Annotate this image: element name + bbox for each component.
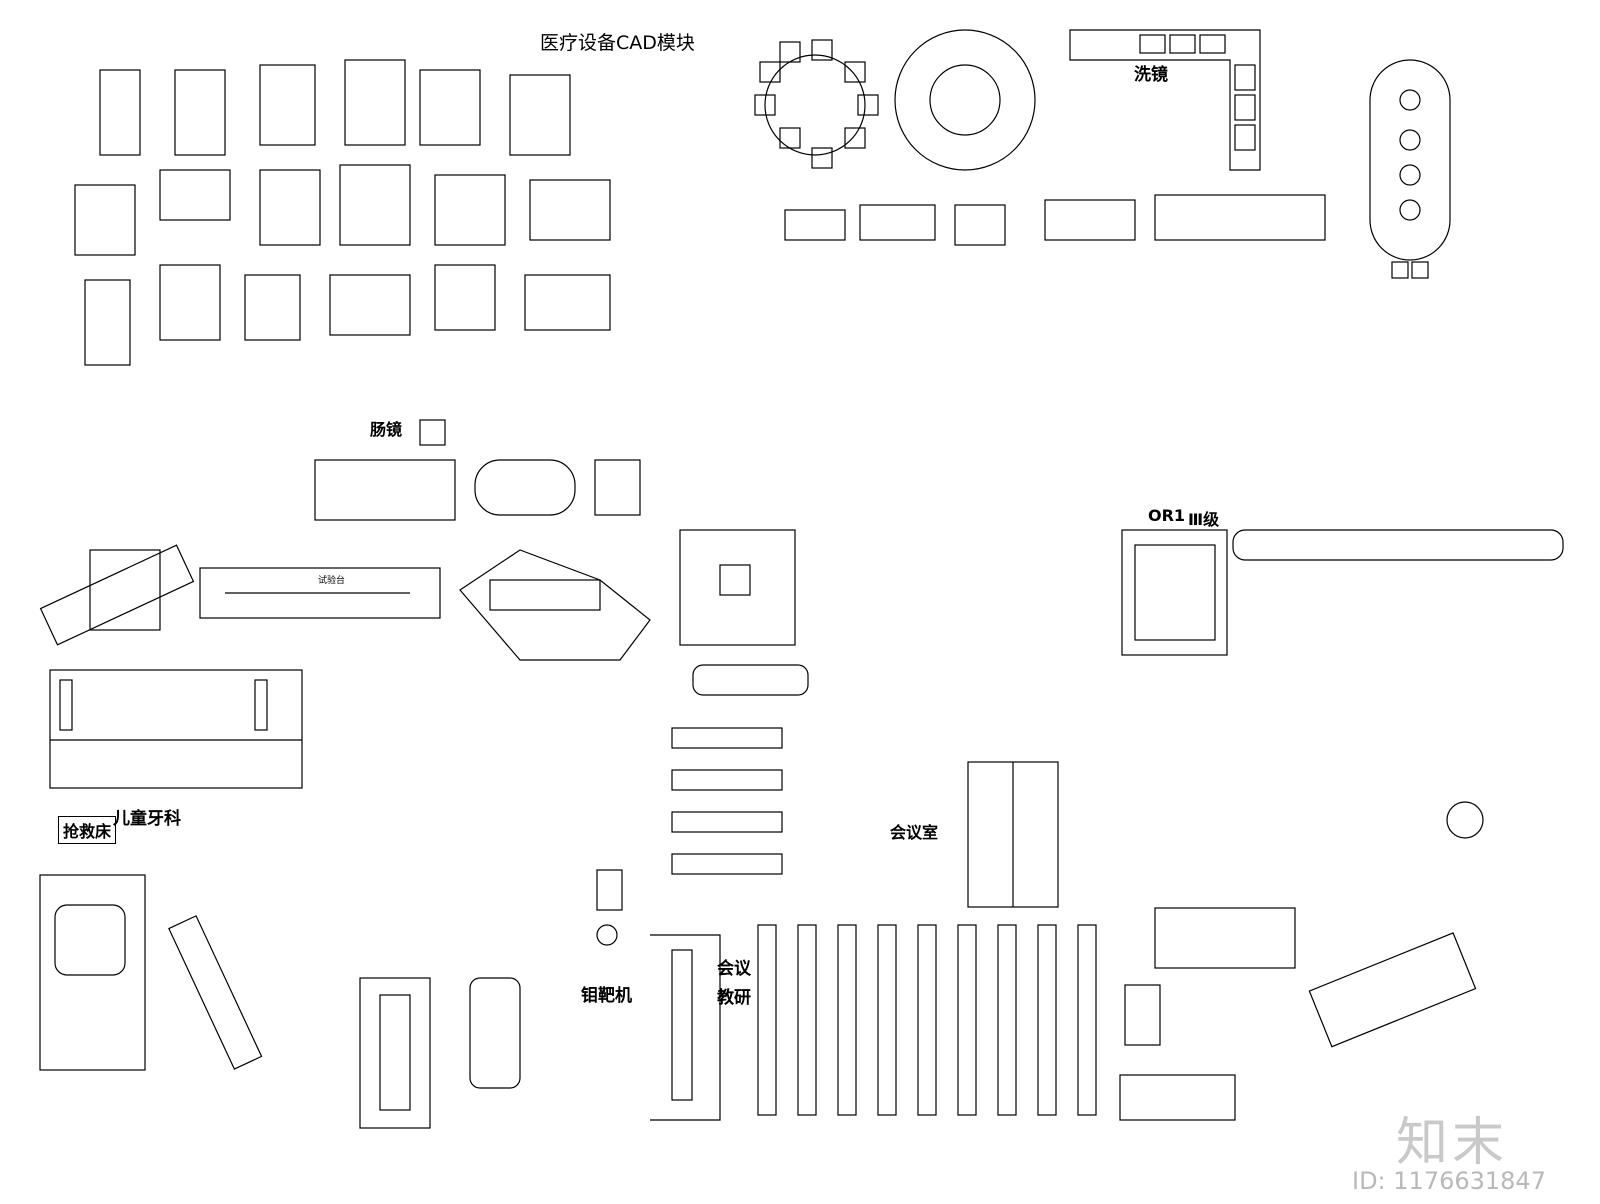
classroom-desks (757, 924, 1097, 1116)
long-conference-table (1369, 59, 1451, 279)
conference-table-bottom (359, 977, 521, 1129)
medical-equipment-row-3 (84, 264, 611, 366)
watermark-logo: 知末 (1396, 1113, 1509, 1173)
cross-table-equipment (39, 544, 195, 646)
furniture-row (784, 194, 1326, 246)
label-or1: OR1 (1148, 506, 1186, 525)
x-ray-machine (459, 549, 651, 661)
label-meeting: 会议 (717, 959, 751, 979)
label-mammography: 钼靶机 (581, 986, 632, 1006)
label-emergency-bed: 抢救床 (58, 816, 117, 844)
tilted-equipment (168, 915, 263, 1070)
medical-equipment-row-2 (74, 164, 611, 256)
endoscope-area (314, 419, 641, 521)
oval-conference-table (1308, 932, 1477, 1048)
seating-rows (671, 727, 783, 875)
label-test-bench: 试验台 (318, 576, 346, 586)
label-meeting-room: 会议室 (890, 823, 939, 842)
washing-station (1069, 29, 1261, 171)
or1-operating-room (1121, 529, 1228, 656)
right-equipment-cluster (1119, 907, 1296, 1121)
curved-sofa-circle (894, 29, 1036, 171)
round-table-set (754, 39, 879, 169)
test-bench (199, 567, 441, 619)
page-title: 医疗设备CAD模块 (540, 32, 695, 54)
label-washing-station: 洗镜 (1134, 65, 1168, 85)
label-pediatric-dental: 儿童牙科 (113, 809, 181, 829)
hatched-unit (49, 669, 303, 789)
mammography-machine (596, 869, 623, 946)
meeting-teaching-room (650, 934, 721, 1121)
label-teaching: 教研 (717, 988, 751, 1008)
meeting-room-tables (967, 761, 1059, 908)
vertical-scanner (39, 874, 146, 1071)
image-id: ID: 1176631847 (1352, 1167, 1546, 1195)
office-suite (679, 529, 809, 696)
label-level: Ⅲ级 (1188, 510, 1220, 529)
medical-equipment-row-1 (99, 59, 571, 156)
circular-chair-set (1446, 801, 1484, 839)
label-endoscope: 肠镜 (370, 420, 403, 439)
long-counter (1232, 529, 1564, 561)
